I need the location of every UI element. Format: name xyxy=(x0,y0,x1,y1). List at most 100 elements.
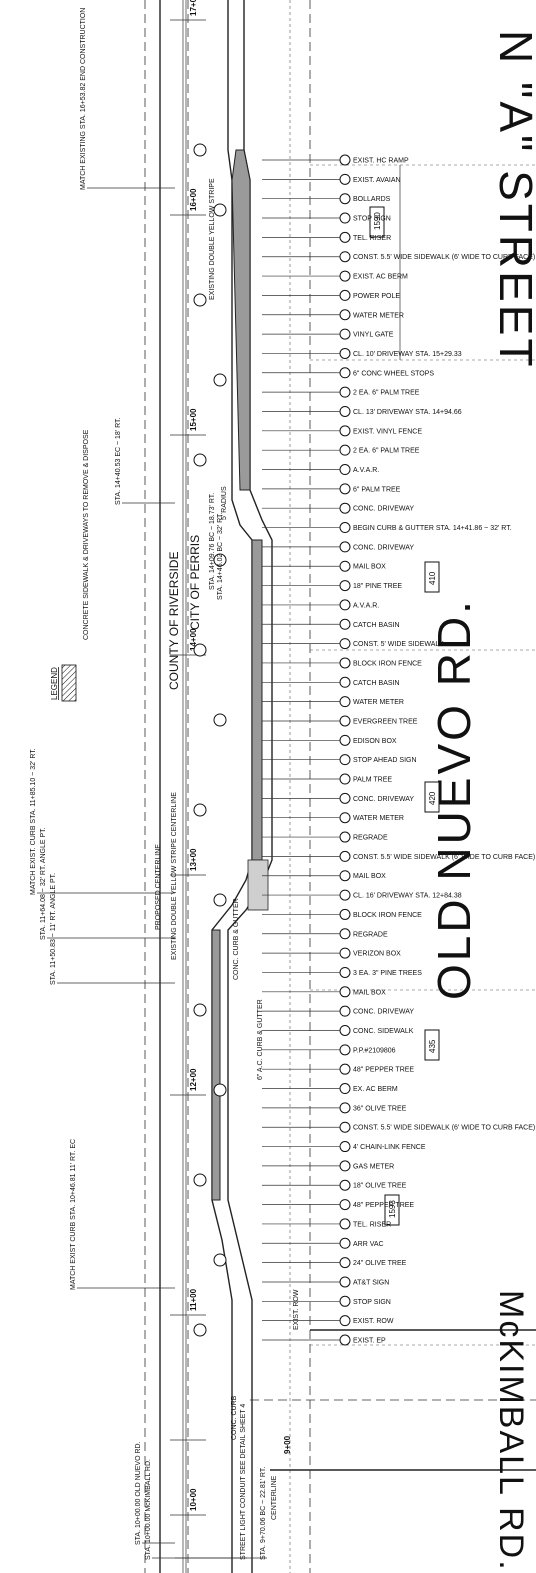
callout-note: CONC. DRIVEWAY xyxy=(353,1009,414,1016)
callout-bubble xyxy=(339,734,351,746)
callout-note: 6" CONC WHEEL STOPS xyxy=(353,370,434,377)
center-note: EXISTING DOUBLE YELLOW STRIPE xyxy=(209,178,216,300)
station-label: 13+00 xyxy=(189,848,198,871)
callout-bubble xyxy=(339,560,351,572)
callout-note: WATER METER xyxy=(353,312,404,319)
callout-bubble xyxy=(339,908,351,920)
callout-note: EXIST. AC BERM xyxy=(353,274,408,281)
callout-bubble xyxy=(339,1160,351,1172)
center-note: EXIST. ROW xyxy=(293,1289,300,1330)
callout-bubble xyxy=(339,676,351,688)
callout-note: EXIST. VINYL FENCE xyxy=(353,428,422,435)
callout-note: PALM TREE xyxy=(353,777,392,784)
tree-symbol xyxy=(213,373,227,387)
callout-note: CONC. SIDEWALK xyxy=(353,1028,414,1035)
callout-note: TEL. RISER xyxy=(353,235,391,242)
callout-bubble xyxy=(339,1024,351,1036)
proposed-sidewalk xyxy=(211,149,269,1201)
callout-bubble xyxy=(339,792,351,804)
callout-bubble xyxy=(339,618,351,630)
station-label: 14+00 xyxy=(189,628,198,651)
center-note: EXISTING DOUBLE YELLOW STRIPE CENTERLINE xyxy=(171,792,178,960)
callout-bubble xyxy=(339,425,351,437)
center-note: STA. 14+46.02 BC ~ 32' RT. xyxy=(217,512,224,600)
sidewalk-segment-west xyxy=(211,929,221,1201)
callout-bubble xyxy=(339,1102,351,1114)
callout-note: WATER METER xyxy=(353,815,404,822)
callout-note: 18" PINE TREE xyxy=(353,583,402,590)
callout-bubble xyxy=(339,386,351,398)
callout-note: MAIL BOX xyxy=(353,989,386,996)
callout-bubble xyxy=(339,1218,351,1230)
road-geometry xyxy=(144,0,311,1573)
callout-note: VINYL GATE xyxy=(353,332,394,339)
callout-bubble xyxy=(339,599,351,611)
callout-bubble xyxy=(339,889,351,901)
street-name-a-street: N "A" STREET xyxy=(490,30,536,370)
callout-note: WATER METER xyxy=(353,699,404,706)
callout-bubble xyxy=(339,444,351,456)
station-note: STA. 10+00.00 OLD NUEVO RD. xyxy=(135,1441,142,1545)
station-label: 17+00 xyxy=(189,0,198,16)
sidewalk-segment-middle xyxy=(251,539,263,861)
callout-note: CONC. DRIVEWAY xyxy=(353,796,414,803)
tree-symbol xyxy=(213,203,227,217)
callout-bubble xyxy=(339,309,351,321)
callout-note: BLOCK IRON FENCE xyxy=(353,660,422,667)
station-label: 9+00 xyxy=(283,1435,292,1454)
callout-bubble xyxy=(339,1295,351,1307)
callout-bubble xyxy=(339,850,351,862)
callout-bubble xyxy=(339,1121,351,1133)
callout-note: TEL. RISER xyxy=(353,1221,391,1228)
callout-note: MAIL BOX xyxy=(353,873,386,880)
callout-note: 6" PALM TREE xyxy=(353,486,401,493)
tree-symbol xyxy=(213,713,227,727)
callout-bubble xyxy=(339,1179,351,1191)
parcel-number: 435 xyxy=(428,1039,437,1053)
station-note: STA. 11+50.83 ~ 11' RT. ANGLE PT. xyxy=(50,873,57,985)
callout-bubble xyxy=(339,1199,351,1211)
callout-bubble xyxy=(339,928,351,940)
station-note: MATCH EXIST. CURB STA. 11+85.10 ~ 32' RT… xyxy=(30,748,37,895)
center-note: CONC. CURB xyxy=(231,1395,238,1440)
callout-note: REGRADE xyxy=(353,931,388,938)
callout-bubble xyxy=(339,1315,351,1327)
station-note: MATCH EXISTING STA. 16+53.82 END CONSTRU… xyxy=(80,8,87,190)
left-station-notes: MATCH EXISTING STA. 16+53.82 END CONSTRU… xyxy=(30,8,267,1560)
callout-bubble xyxy=(339,1083,351,1095)
parcel-number: 410 xyxy=(428,571,437,585)
callout-bubble xyxy=(339,328,351,340)
callout-note: 4' CHAIN-LINK FENCE xyxy=(353,1144,426,1151)
tree-symbol xyxy=(193,643,207,657)
callout-note: EXIST. EP xyxy=(353,1338,386,1345)
callout-bubble xyxy=(339,405,351,417)
tree-symbol xyxy=(213,553,227,567)
callout-bubble xyxy=(339,638,351,650)
callout-bubble xyxy=(339,1044,351,1056)
callout-note: EDISON BOX xyxy=(353,738,397,745)
callout-note: CL. 10' DRIVEWAY STA. 15+29.33 xyxy=(353,351,462,358)
callout-note: EXIST. ROW xyxy=(353,1318,394,1325)
callout-note: POWER POLE xyxy=(353,293,400,300)
callout-note: STOP SIGN xyxy=(353,216,391,223)
callout-bubble xyxy=(339,251,351,263)
callout-bubble xyxy=(339,483,351,495)
driveway-hatch xyxy=(247,859,269,911)
tree-symbol xyxy=(193,453,207,467)
callout-note: CL. 16' DRIVEWAY STA. 12+84.38 xyxy=(353,893,462,900)
parcel-number: 420 xyxy=(428,791,437,805)
station-note: STA. 11+64.08 ~ 32' RT. ANGLE PT. xyxy=(40,827,47,940)
property-lines xyxy=(250,164,536,1471)
callout-note: 2 EA. 6" PALM TREE xyxy=(353,448,420,455)
callout-bubble xyxy=(339,173,351,185)
callout-note: A.V.A.R. xyxy=(353,602,379,609)
callout-bubble xyxy=(339,947,351,959)
callout-note: CONST. 5' WIDE SIDEWALK xyxy=(353,641,444,648)
callout-bubble xyxy=(339,580,351,592)
callout-note: REGRADE xyxy=(353,835,388,842)
callout-bubble xyxy=(339,696,351,708)
legend: LEGEND CONCRETE SIDEWALK & DRIVEWAYS TO … xyxy=(50,429,90,702)
station-label: 10+00 xyxy=(189,1488,198,1511)
